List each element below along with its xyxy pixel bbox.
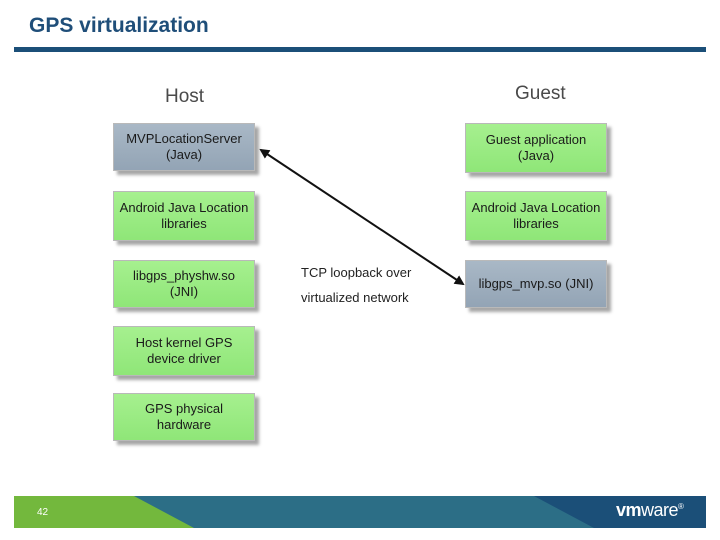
guest-column-header: Guest bbox=[515, 83, 566, 104]
connection-label-line2: virtualized network bbox=[301, 290, 409, 305]
guest-box-application: Guest application (Java) bbox=[465, 123, 607, 173]
host-box-mvp-location-server: MVPLocationServer (Java) bbox=[113, 123, 255, 171]
host-box-android-location-libraries: Android Java Location libraries bbox=[113, 191, 255, 241]
vmware-logo: vmware® bbox=[616, 500, 684, 520]
guest-box-libgps-mvp: libgps_mvp.so (JNI) bbox=[465, 260, 607, 308]
guest-box-android-location-libraries: Android Java Location libraries bbox=[465, 191, 607, 241]
host-box-gps-hardware: GPS physical hardware bbox=[113, 393, 255, 441]
footer-band bbox=[14, 496, 706, 528]
host-column-header: Host bbox=[165, 86, 205, 107]
connection-label-line1: TCP loopback over bbox=[301, 265, 412, 280]
host-box-libgps-physhw: libgps_physhw.so (JNI) bbox=[113, 260, 255, 308]
page-number: 42 bbox=[37, 507, 49, 518]
title-rule bbox=[14, 47, 706, 52]
slide-title: GPS virtualization bbox=[29, 14, 209, 37]
host-box-kernel-gps-driver: Host kernel GPS device driver bbox=[113, 326, 255, 376]
